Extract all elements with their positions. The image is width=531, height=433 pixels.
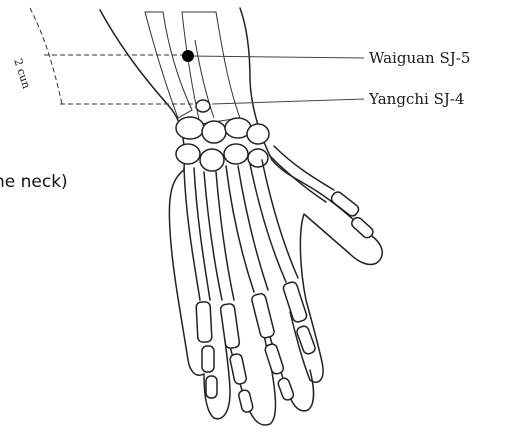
caption-fragment: he neck): [0, 172, 68, 192]
finger-bones: [184, 146, 375, 413]
measure-label: 2 cun: [11, 57, 33, 90]
measurement-bracket: 2 cun: [11, 8, 200, 104]
yangchi-label: Yangchi SJ-4: [368, 90, 464, 108]
yangchi-point: Yangchi SJ-4: [212, 90, 464, 108]
waiguan-label: Waiguan SJ-5: [369, 49, 470, 67]
radius-bone: [145, 12, 192, 118]
